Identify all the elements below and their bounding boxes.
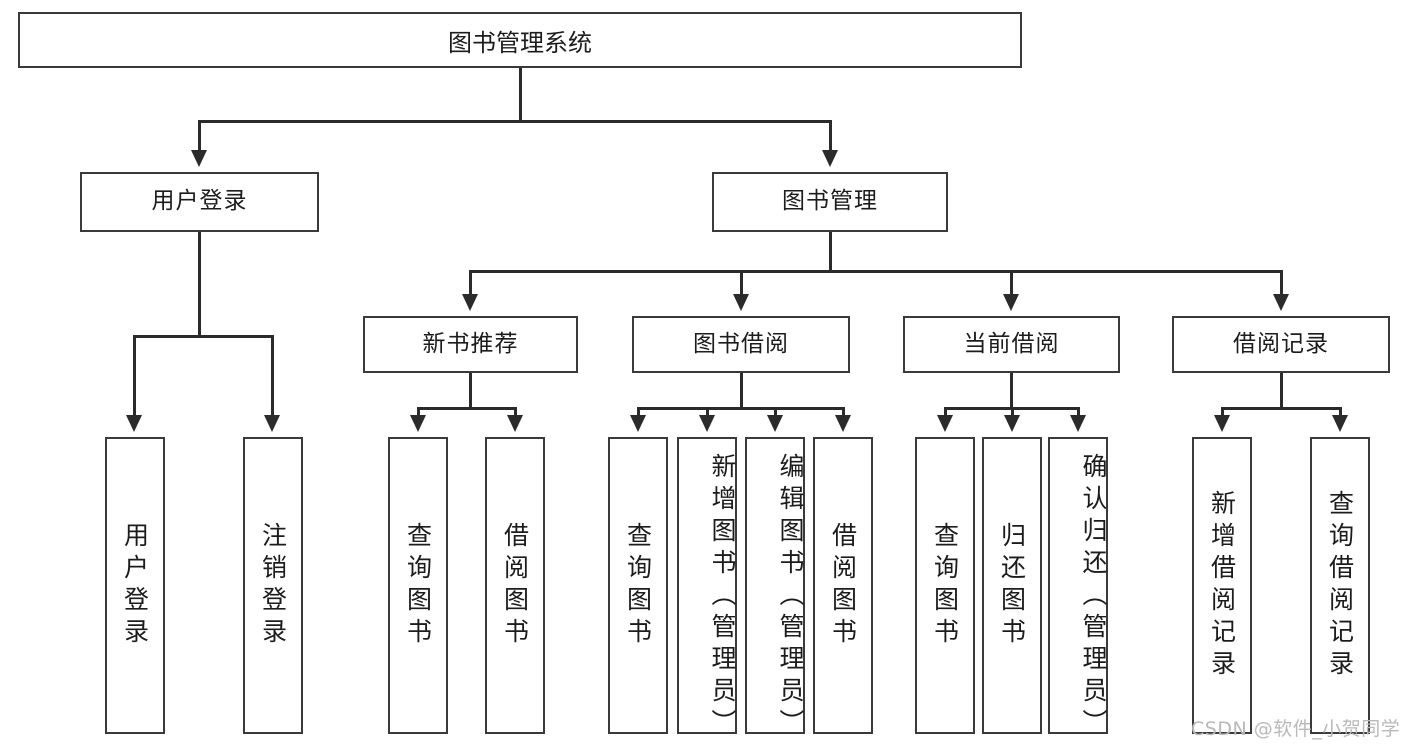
arrowhead-book-manage [822, 150, 838, 167]
node-leaf-query-book-borrow[interactable]: 查询图书 [608, 437, 668, 734]
arrowhead-leaf-return-book [1004, 415, 1020, 432]
node-label: 借阅图书 [828, 521, 858, 650]
connector-user-login-to-leaf-2 [271, 335, 274, 417]
node-label: 图书借阅 [693, 330, 789, 357]
arrowhead-leaf-edit-book [767, 415, 783, 432]
node-leaf-query-book-current[interactable]: 查询图书 [915, 437, 975, 734]
arrowhead-leaf-query-book-rec [410, 415, 426, 432]
node-leaf-return-book[interactable]: 归还图书 [982, 437, 1042, 734]
node-leaf-logout-login[interactable]: 注销登录 [243, 437, 303, 734]
connector-borrow-record-bus [1221, 407, 1340, 410]
node-leaf-query-borrow-record[interactable]: 查询借阅记录 [1310, 437, 1370, 734]
node-label: 新书推荐 [422, 330, 519, 357]
arrowhead-borrow-record [1273, 294, 1289, 311]
node-label: 归还图书 [997, 521, 1027, 650]
arrowhead-book-borrow [733, 294, 749, 311]
connector-root-to-user-login [198, 120, 201, 152]
node-root-book-management-system[interactable]: 图书管理系统 [18, 12, 1022, 68]
csdn-watermark: CSDN @软件_小贺同学 [1191, 718, 1401, 740]
node-new-book-recommend[interactable]: 新书推荐 [363, 316, 578, 373]
node-leaf-add-book-admin[interactable]: 新增图书（管理员） [677, 437, 737, 741]
connector-user-login-to-leaf-1 [133, 335, 136, 417]
node-book-management[interactable]: 图书管理 [712, 172, 948, 232]
arrowhead-leaf-query-book-cb [937, 415, 953, 432]
connector-borrow-record-stem [1280, 373, 1283, 407]
connector-to-new-book-recommend [469, 270, 472, 296]
arrowhead-leaf-borrow-book-bb [835, 415, 851, 432]
connector-br-leaf-1 [1221, 407, 1224, 417]
connector-user-login-bus [133, 335, 273, 338]
connector-cb-leaf-2 [1011, 407, 1014, 417]
node-leaf-edit-book-admin[interactable]: 编辑图书（管理员） [745, 437, 805, 741]
node-borrow-record[interactable]: 借阅记录 [1172, 316, 1390, 373]
connector-new-book-recommend-bus [417, 407, 517, 410]
node-label: 查询图书 [403, 521, 433, 650]
node-label: 查询借阅记录 [1325, 489, 1355, 682]
arrowhead-leaf-borrow-book-rec [507, 415, 523, 432]
connector-to-book-borrow [740, 270, 743, 296]
connector-current-borrow-stem [1010, 373, 1013, 407]
connector-root-bus [198, 120, 831, 123]
connector-cb-leaf-3 [1077, 407, 1080, 417]
node-label: 图书管理 [782, 188, 878, 215]
connector-root-to-book-manage [829, 120, 832, 152]
connector-book-manage-stem [829, 232, 832, 270]
connector-root-stem [519, 68, 522, 120]
node-label: 新增借阅记录 [1207, 489, 1237, 682]
connector-book-borrow-bus [637, 407, 844, 410]
node-leaf-add-borrow-record[interactable]: 新增借阅记录 [1192, 437, 1252, 734]
connector-cb-leaf-1 [944, 407, 947, 417]
arrowhead-leaf-confirm-return [1070, 415, 1086, 432]
arrowhead-leaf-query-record [1332, 415, 1348, 432]
arrowhead-leaf-query-book-bb [630, 415, 646, 432]
connector-bb-leaf-1 [637, 407, 640, 417]
node-label: 借阅图书 [500, 521, 530, 650]
connector-nbr-leaf-2 [514, 407, 517, 417]
connector-nbr-leaf-1 [417, 407, 420, 417]
arrowhead-current-borrow [1003, 294, 1019, 311]
node-label: 用户登录 [151, 188, 248, 215]
node-label: 查询图书 [623, 521, 653, 650]
node-leaf-confirm-return-admin[interactable]: 确认归还（管理员） [1048, 437, 1108, 741]
node-current-borrow[interactable]: 当前借阅 [903, 316, 1120, 373]
node-leaf-query-book-recommend[interactable]: 查询图书 [388, 437, 448, 734]
arrowhead-user-login [191, 150, 207, 167]
connector-to-borrow-record [1280, 270, 1283, 296]
node-label: 图书管理系统 [448, 28, 592, 57]
node-label: 当前借阅 [963, 330, 1060, 357]
node-label: 编辑图书（管理员） [776, 453, 805, 741]
arrowhead-leaf-add-book [699, 415, 715, 432]
node-label: 注销登录 [258, 521, 288, 650]
connector-new-book-recommend-stem [469, 373, 472, 407]
connector-br-leaf-2 [1339, 407, 1342, 417]
connector-bb-leaf-2 [706, 407, 709, 417]
arrowhead-leaf-user-login [126, 415, 142, 432]
node-leaf-user-login[interactable]: 用户登录 [105, 437, 165, 734]
connector-book-borrow-stem [740, 373, 743, 407]
arrowhead-new-book-recommend [462, 294, 478, 311]
arrowhead-leaf-add-record [1214, 415, 1230, 432]
connector-level2-bus [469, 270, 1281, 273]
connector-bb-leaf-3 [774, 407, 777, 417]
node-label: 新增图书（管理员） [708, 453, 737, 741]
node-label: 借阅记录 [1233, 330, 1329, 357]
connector-bb-leaf-4 [842, 407, 845, 417]
node-book-borrow[interactable]: 图书借阅 [632, 316, 850, 373]
connector-user-login-stem [198, 232, 201, 335]
node-leaf-borrow-book[interactable]: 借阅图书 [813, 437, 873, 734]
node-user-login[interactable]: 用户登录 [80, 172, 319, 232]
node-label: 查询图书 [930, 521, 960, 650]
node-label: 用户登录 [120, 521, 150, 650]
node-label: 确认归还（管理员） [1079, 453, 1108, 741]
connector-to-current-borrow [1010, 270, 1013, 296]
arrowhead-leaf-logout-login [264, 415, 280, 432]
node-leaf-borrow-book-recommend[interactable]: 借阅图书 [485, 437, 545, 734]
